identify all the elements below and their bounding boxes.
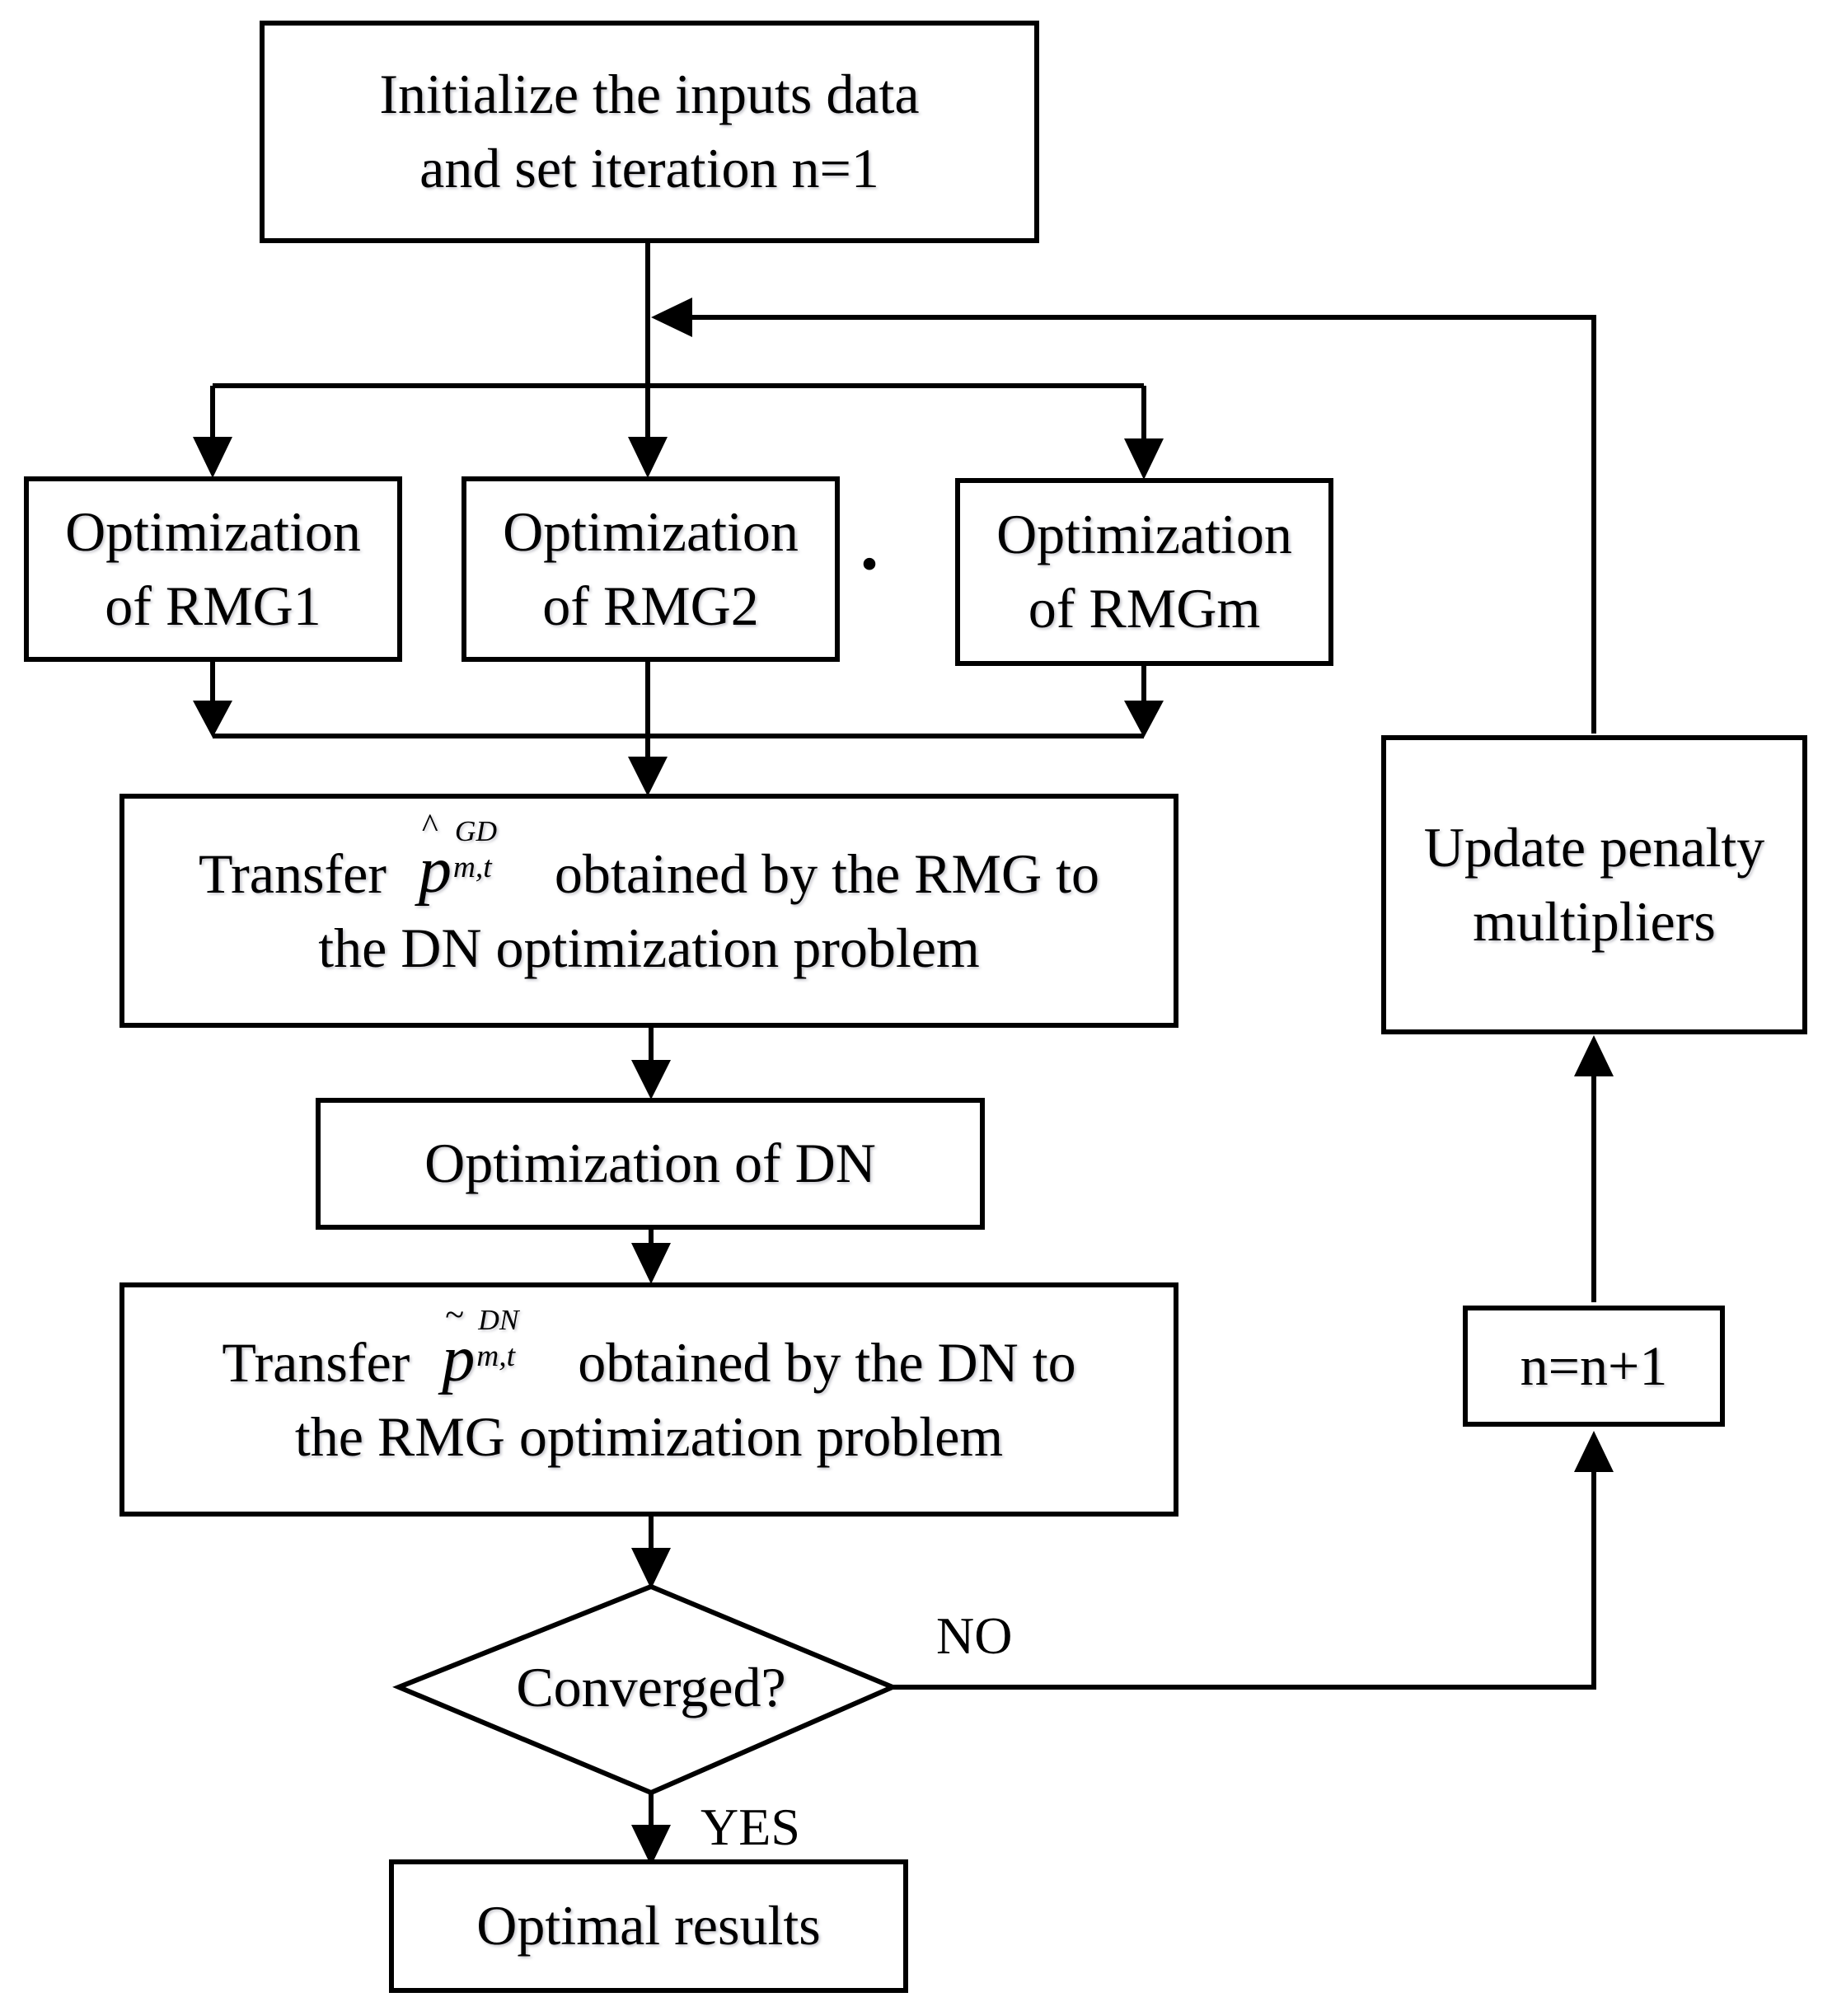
arrowhead-loop (651, 298, 692, 337)
rmgm-line-2: of RMGm (1028, 577, 1261, 640)
opt-dn-box: Optimization of DN (316, 1098, 985, 1230)
increment-box: n=n+1 (1463, 1306, 1725, 1427)
arrowhead-increment (1574, 1431, 1614, 1472)
p-dn-subscript: m,t (476, 1339, 516, 1374)
arrowhead-rmg2 (628, 437, 668, 478)
arrowhead-optimal (631, 1825, 671, 1866)
arrowhead-transfer-dn (631, 1243, 671, 1284)
increment-label: n=n+1 (1520, 1334, 1668, 1397)
transfer-dn-suffix: obtained by the DN to (578, 1330, 1076, 1394)
rmg2-box: Optimization of RMG2 (462, 476, 840, 662)
transfer-dn-box: Transfer ~ DN p m,t obtained by the DN t… (119, 1282, 1178, 1517)
init-line-2: and set iteration n=1 (419, 137, 879, 199)
arrowhead-rmgm (1124, 438, 1164, 480)
transfer-dn-prefix: Transfer (222, 1330, 410, 1394)
p-dn-accent: ~ (445, 1295, 465, 1334)
arrowhead-transfer-gd (628, 757, 668, 796)
init-box: Initialize the inputs data and set itera… (260, 21, 1039, 243)
connector-feedback-loop (672, 315, 1596, 734)
update-box: Update penalty multipliers (1381, 735, 1807, 1034)
transfer-gd-line-2: the DN optimization problem (318, 916, 980, 979)
rmg1-box: Optimization of RMG1 (24, 476, 402, 662)
rmgm-line-1: Optimization (996, 503, 1292, 566)
transfer-dn-line-2: the RMG optimization problem (294, 1404, 1004, 1468)
rmgm-box: Optimization of RMGm (955, 478, 1333, 666)
p-dn-superscript: DN (478, 1302, 519, 1336)
connector-no-path (893, 1448, 1596, 1690)
rmg2-line-1: Optimization (503, 499, 799, 563)
arrowhead-rmg1-out (193, 701, 232, 738)
p-gd-accent: ^ (421, 806, 438, 846)
no-label: NO (936, 1606, 1013, 1665)
opt-dn-label: Optimization of DN (424, 1132, 876, 1195)
transfer-gd-prefix: Transfer (199, 842, 387, 905)
transfer-gd-line-1: Transfer ^ GD p m,t obtained by the RMG … (199, 809, 1099, 912)
p-tilde-dn-symbol: ~ DN p m,t (424, 1297, 564, 1392)
arrowhead-update (1574, 1035, 1614, 1076)
p-hat-gd-symbol: ^ GD p m,t (401, 809, 541, 903)
optimal-label: Optimal results (476, 1894, 821, 1957)
yes-label: YES (700, 1798, 800, 1856)
decision-diamond (392, 1583, 899, 1796)
p-gd-subscript: m,t (452, 851, 492, 885)
init-line-1: Initialize the inputs data (379, 63, 920, 126)
transfer-dn-line-1: Transfer ~ DN p m,t obtained by the DN t… (222, 1297, 1076, 1400)
optimal-results-box: Optimal results (389, 1859, 908, 1993)
p-gd-base: p (418, 833, 452, 907)
rmg2-line-2: of RMG2 (542, 574, 759, 637)
rmg1-line-2: of RMG1 (105, 574, 321, 637)
converged-label: Converged? (516, 1656, 786, 1718)
p-dn-base: p (442, 1322, 476, 1396)
arrowhead-opt-dn (631, 1060, 671, 1099)
arrowhead-diamond (631, 1548, 671, 1589)
update-line-2: multipliers (1473, 889, 1716, 953)
update-line-1: Update penalty (1423, 815, 1765, 879)
transfer-gd-box: Transfer ^ GD p m,t obtained by the RMG … (119, 794, 1178, 1028)
rmg1-line-1: Optimization (65, 499, 361, 563)
arrowhead-rmgm-out (1124, 701, 1164, 738)
arrowhead-rmg1 (193, 437, 232, 478)
transfer-gd-suffix: obtained by the RMG to (554, 842, 1099, 905)
p-gd-superscript: GD (454, 813, 497, 847)
